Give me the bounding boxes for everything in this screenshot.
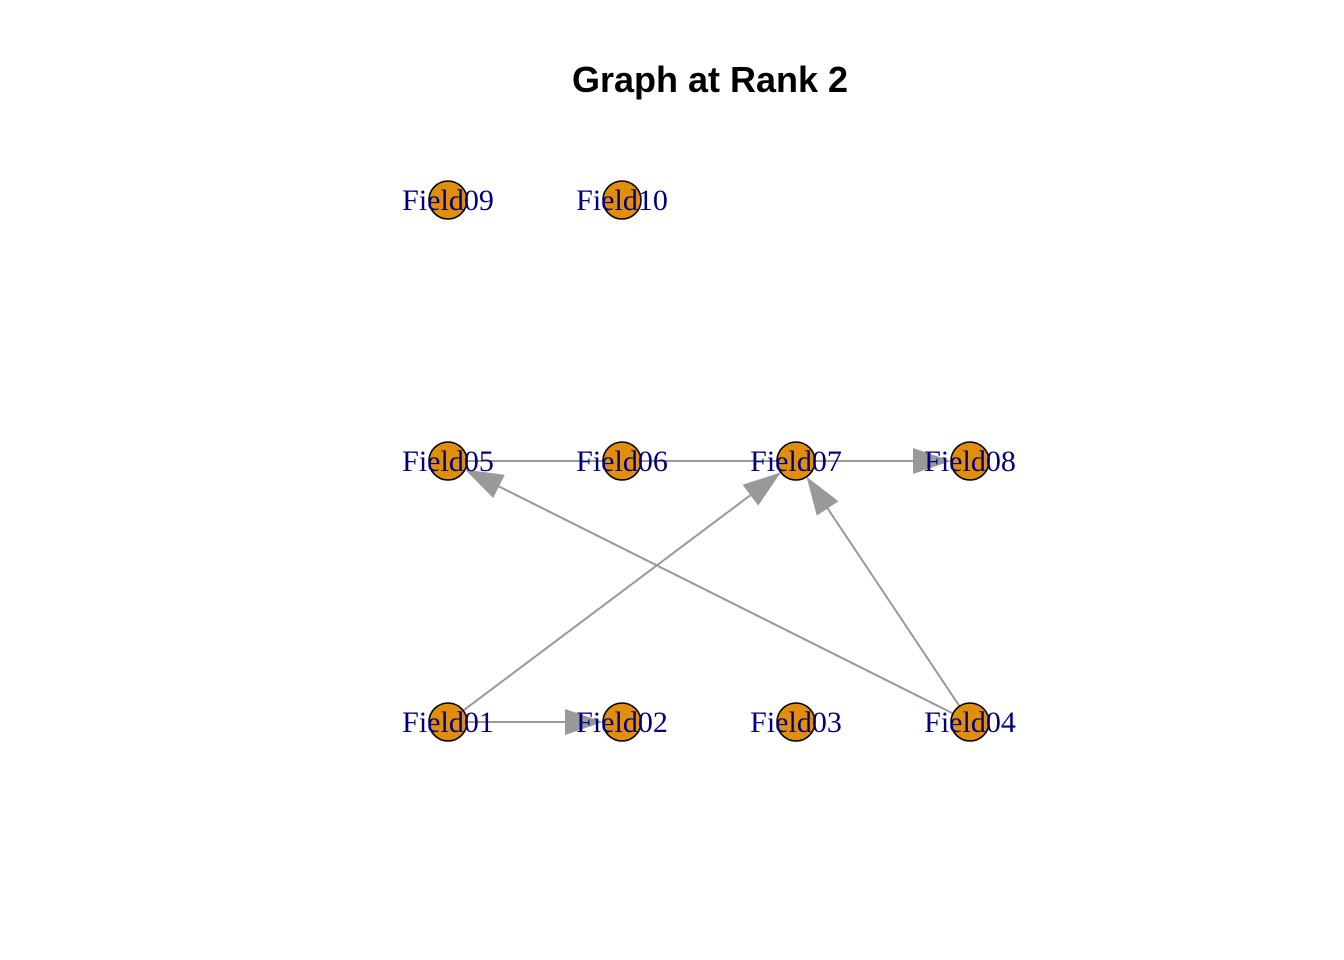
node-label-Field08: Field08 bbox=[924, 445, 1016, 478]
arrowhead-Field01-Field07 bbox=[742, 472, 781, 506]
node-Field06[interactable] bbox=[602, 441, 642, 481]
node-Field10[interactable] bbox=[602, 180, 642, 220]
node-label-Field06: Field06 bbox=[576, 445, 668, 478]
node-Field05[interactable] bbox=[428, 441, 468, 481]
node-label-Field07: Field07 bbox=[750, 445, 842, 478]
node-label-Field02: Field02 bbox=[576, 706, 668, 739]
node-Field03[interactable] bbox=[776, 702, 816, 742]
node-label-Field04: Field04 bbox=[924, 706, 1016, 739]
node-label-Field01: Field01 bbox=[402, 706, 494, 739]
node-Field09[interactable] bbox=[428, 180, 468, 220]
arrowhead-Field05-Field08 bbox=[913, 448, 951, 474]
edge-Field04-Field05 bbox=[498, 485, 954, 715]
node-label-Field09: Field09 bbox=[402, 184, 494, 217]
edge-Field04-Field07 bbox=[826, 507, 961, 707]
node-Field01[interactable] bbox=[428, 702, 468, 742]
node-Field02[interactable] bbox=[602, 702, 642, 742]
node-Field04[interactable] bbox=[950, 702, 990, 742]
arrowhead-Field01-Field02 bbox=[565, 709, 603, 735]
nodes-layer bbox=[428, 180, 990, 742]
node-label-Field05: Field05 bbox=[402, 445, 494, 478]
node-Field07[interactable] bbox=[776, 441, 816, 481]
node-label-Field03: Field03 bbox=[750, 706, 842, 739]
arrowhead-Field04-Field07 bbox=[806, 476, 839, 516]
edge-Field01-Field07 bbox=[462, 494, 752, 712]
node-Field08[interactable] bbox=[950, 441, 990, 481]
node-label-Field10: Field10 bbox=[576, 184, 668, 217]
arrowhead-Field04-Field05 bbox=[464, 469, 505, 499]
chart-title: Graph at Rank 2 bbox=[572, 59, 848, 100]
labels-layer: Field01 Field02 Field03 Field04 Field05 Field… bbox=[402, 184, 1016, 739]
edges-layer bbox=[462, 448, 961, 735]
